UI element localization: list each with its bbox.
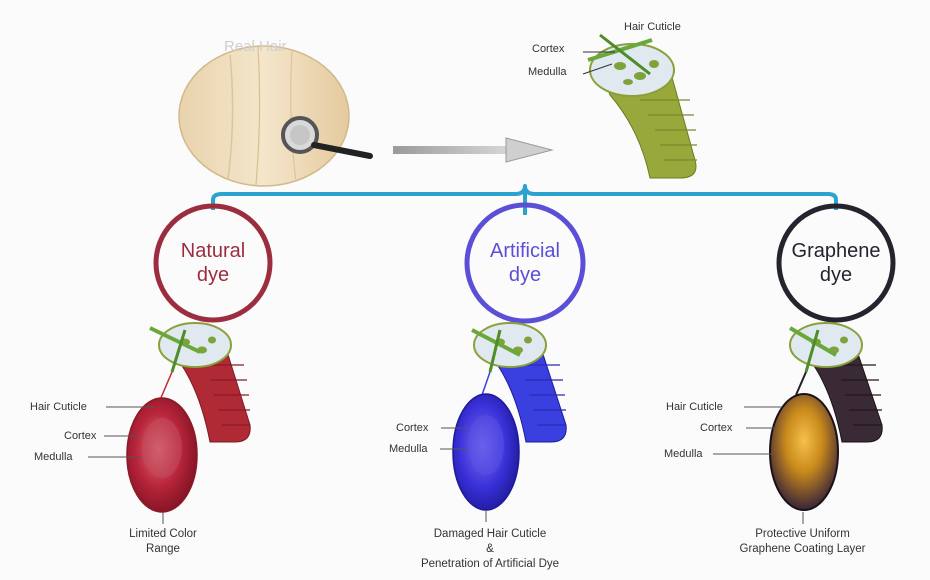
top-cortex-label: Cortex	[532, 43, 564, 56]
natural-caption-line1: Limited Color	[98, 527, 228, 542]
artificial-medulla-label: Medulla	[389, 443, 428, 456]
graphene-caption-line1: Protective Uniform	[700, 527, 905, 542]
hair-strand-natural-top	[583, 35, 697, 178]
hair-strand-natural-dye	[127, 323, 250, 512]
artificial-caption-line1: Damaged Hair Cuticle	[380, 527, 600, 542]
wood-board-illustration	[179, 46, 349, 186]
real-hair-label: Real Hair	[224, 38, 287, 55]
graphene-caption: Protective Uniform Graphene Coating Laye…	[700, 527, 905, 557]
graphene-dye-title: Graphene dye	[776, 239, 896, 287]
artificial-dye-title: Artificial dye	[466, 239, 584, 287]
natural-cortex-label: Cortex	[64, 430, 96, 443]
graphene-dye-title-line1: Graphene	[776, 239, 896, 263]
natural-dye-title-line1: Natural	[156, 239, 270, 263]
artificial-cortex-label: Cortex	[396, 422, 428, 435]
natural-hair-cuticle-label: Hair Cuticle	[30, 401, 87, 414]
hair-strand-graphene-dye	[770, 323, 882, 510]
artificial-caption-line3: Penetration of Artificial Dye	[380, 557, 600, 572]
hair-strand-artificial-dye	[453, 323, 566, 510]
graphene-cortex-label: Cortex	[700, 422, 732, 435]
artificial-dye-title-line1: Artificial	[466, 239, 584, 263]
graphene-medulla-label: Medulla	[664, 448, 703, 461]
top-arrow	[393, 138, 552, 162]
natural-medulla-label: Medulla	[34, 451, 73, 464]
natural-caption-line2: Range	[98, 542, 228, 557]
artificial-caption-line2: &	[380, 542, 600, 557]
natural-dye-title: Natural dye	[156, 239, 270, 287]
top-medulla-label: Medulla	[528, 66, 567, 79]
graphene-hair-cuticle-label: Hair Cuticle	[666, 401, 723, 414]
top-hair-cuticle-label: Hair Cuticle	[624, 21, 681, 34]
natural-caption: Limited Color Range	[98, 527, 228, 557]
graphene-dye-title-line2: dye	[776, 263, 896, 287]
graphene-caption-line2: Graphene Coating Layer	[700, 542, 905, 557]
connector-bracket	[213, 186, 836, 215]
natural-dye-title-line2: dye	[156, 263, 270, 287]
artificial-caption: Damaged Hair Cuticle & Penetration of Ar…	[380, 527, 600, 572]
artificial-dye-title-line2: dye	[466, 263, 584, 287]
